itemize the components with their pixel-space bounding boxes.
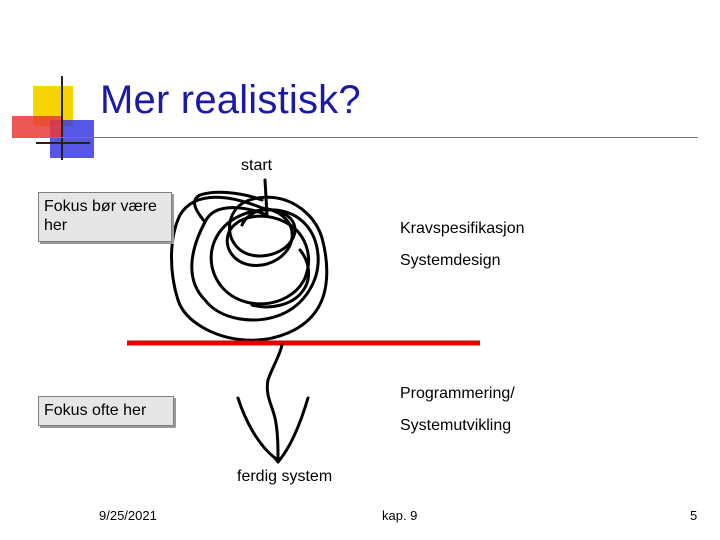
phase-design: Systemdesign [400, 252, 501, 269]
logo-red-bar [12, 116, 62, 138]
corner-logo [12, 76, 94, 160]
slide-title: Mer realistisk? [100, 78, 361, 122]
footer-chapter: kap. 9 [382, 508, 418, 523]
footer-date: 9/25/2021 [99, 508, 157, 523]
focus-often-box: Fokus ofte her [38, 396, 174, 426]
focus-should-text: Fokus bør være her [44, 198, 157, 234]
title-underline [40, 137, 698, 138]
footer-page-number: 5 [690, 508, 698, 523]
phase-programming: Programmering/ [400, 385, 515, 402]
tangle-scribble [170, 178, 329, 342]
end-label: ferdig system [237, 468, 333, 485]
start-label: start [241, 157, 273, 174]
convergence-stem [265, 343, 284, 462]
focus-often-text: Fokus ofte her [44, 402, 147, 419]
phase-development: Systemutvikling [400, 417, 512, 434]
phase-requirements: Kravspesifikasjon [400, 220, 525, 237]
focus-should-box: Fokus bør være her [38, 192, 172, 242]
convergence-arrowhead [236, 396, 310, 464]
convergence-shape [236, 343, 310, 464]
